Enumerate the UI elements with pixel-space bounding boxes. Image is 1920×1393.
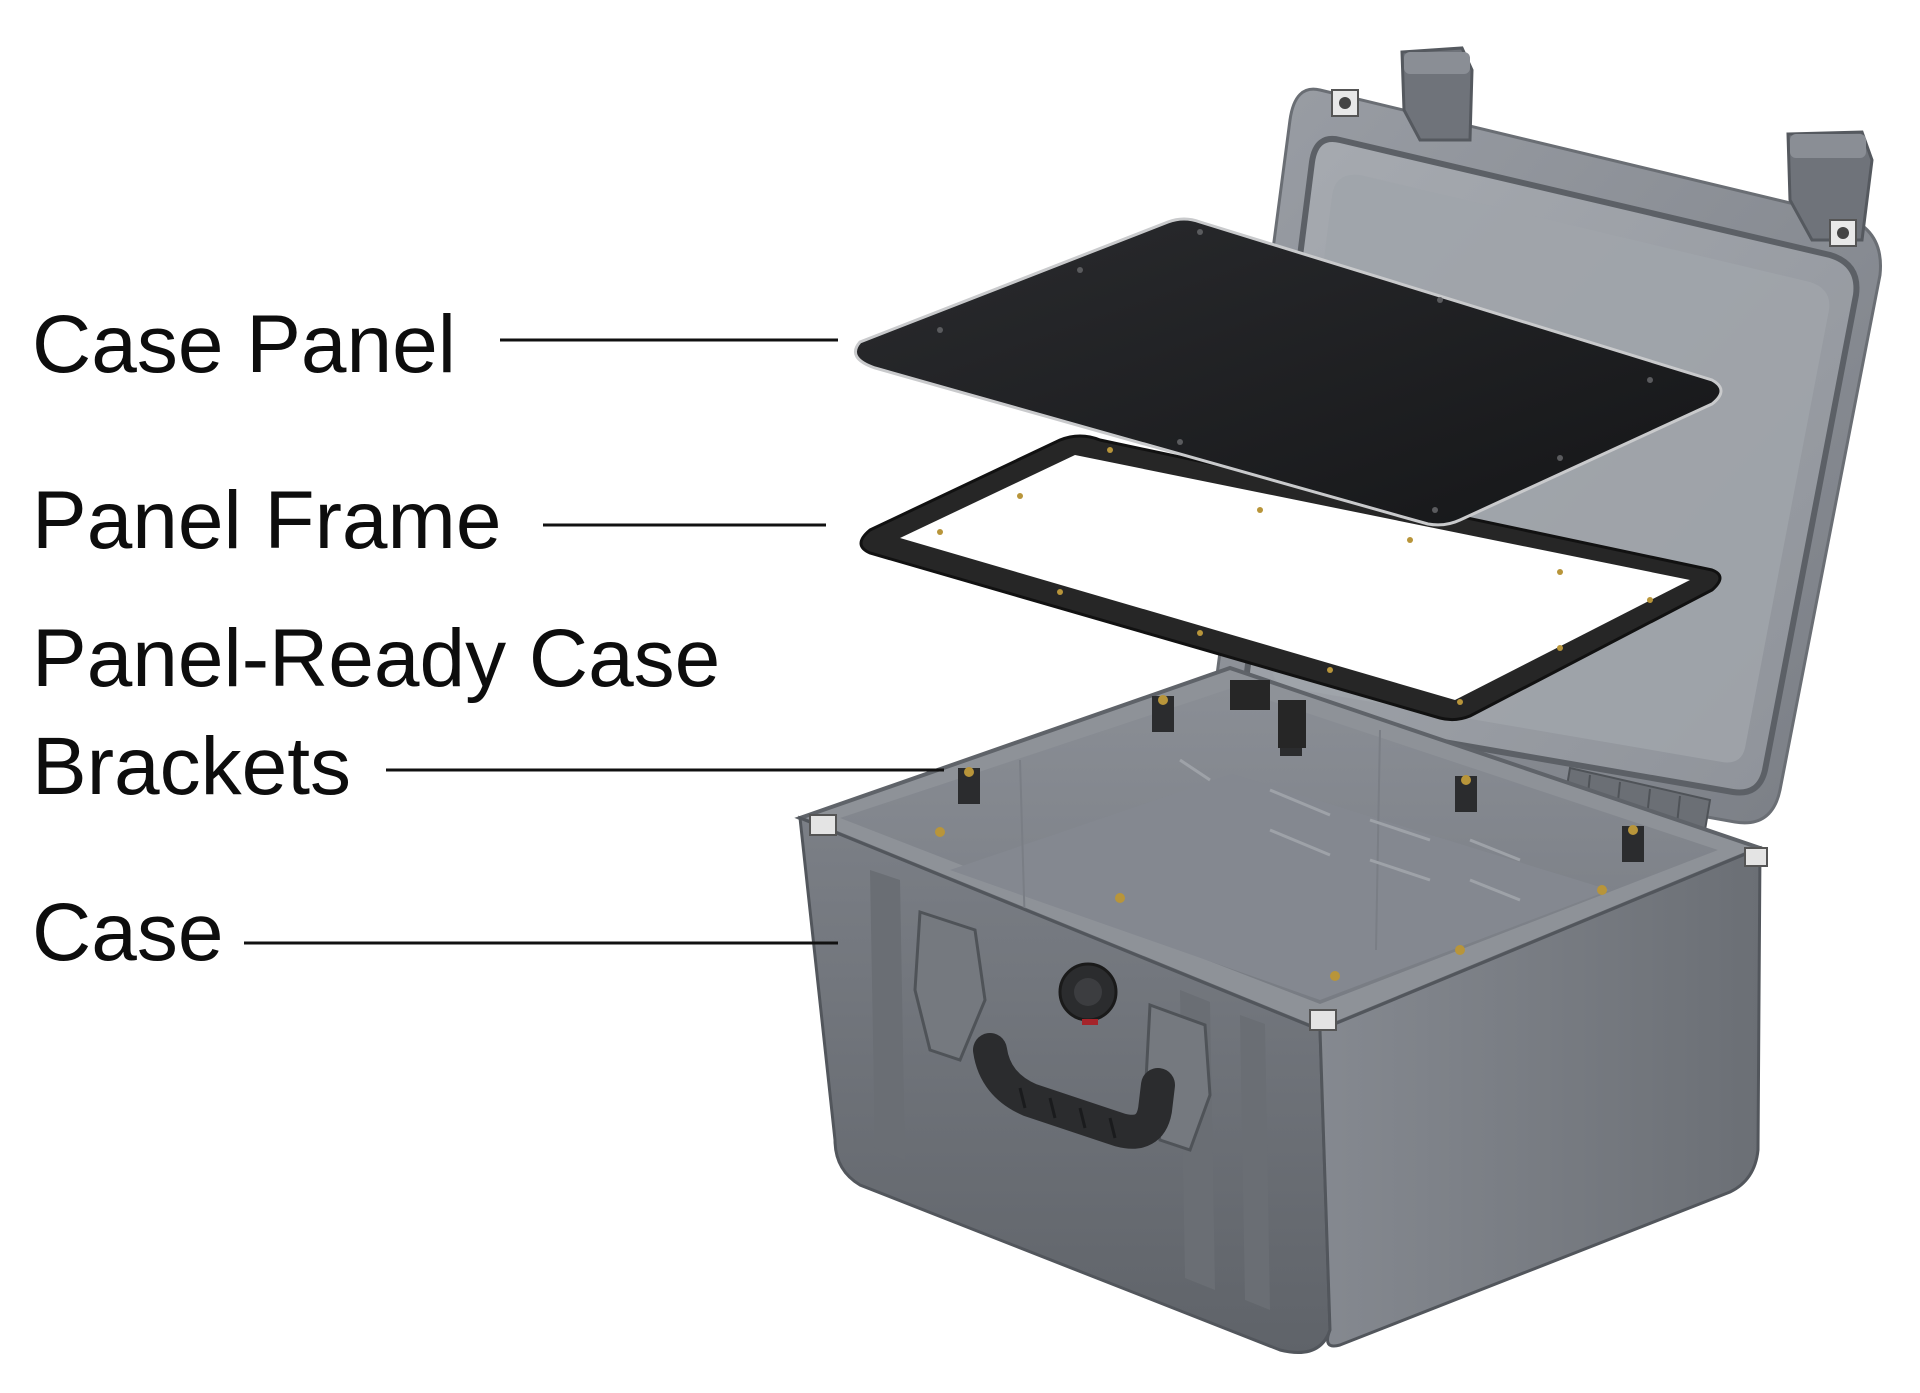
floor-inserts [935,827,1607,981]
pressure-valve-icon [1058,962,1118,1025]
label-brackets-line1: Panel-Ready Case [32,613,721,704]
latch-icon [913,909,987,1062]
leader-lines [244,338,944,945]
mounting-bracket-icon [1152,695,1174,732]
latch-icon [1331,46,1474,142]
case-panel [854,217,1723,527]
label-case-panel: Case Panel [32,299,456,390]
case-base [794,665,1768,1354]
label-brackets-line2: Brackets [32,721,351,812]
panel-frame [859,434,1722,748]
latch-icon [1786,130,1874,247]
label-panel-frame: Panel Frame [32,475,502,566]
mounting-bracket-icon [1622,825,1644,862]
label-case: Case [32,887,224,978]
mounting-bracket-icon [1455,775,1477,812]
mounting-bracket-icon [958,767,980,804]
handle-icon [973,1033,1175,1149]
